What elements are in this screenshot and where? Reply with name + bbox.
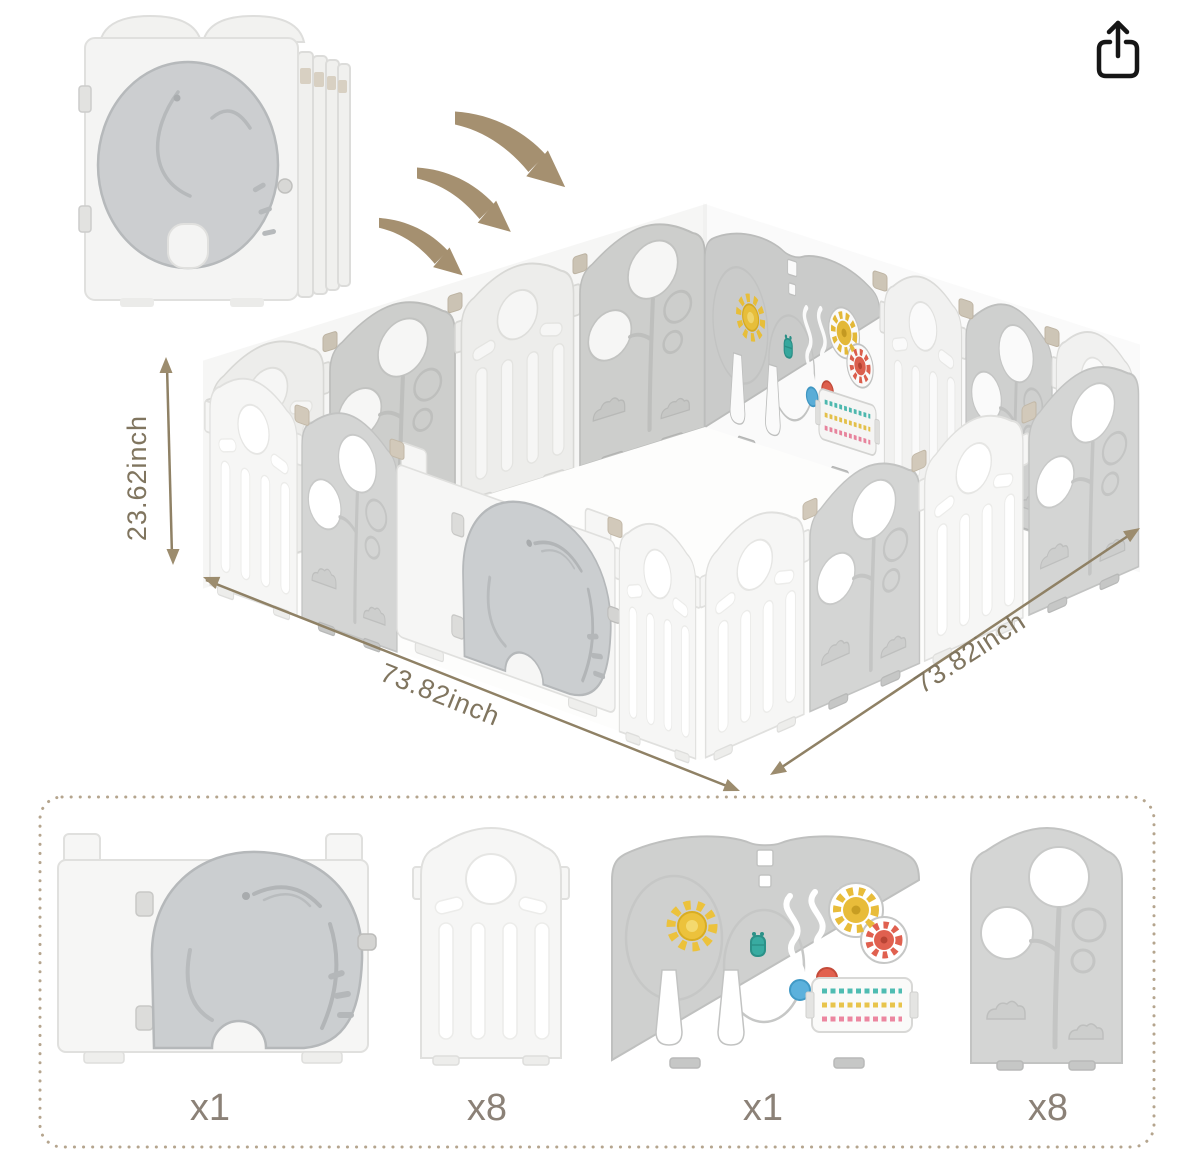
count-elephant-gate: x1 xyxy=(190,1087,230,1129)
components-legend: x1 x8 x1 x8 xyxy=(38,795,1156,1149)
unfold-arrow-icon xyxy=(379,111,566,276)
count-activity: x1 xyxy=(743,1087,783,1129)
share-icon[interactable] xyxy=(1096,20,1140,79)
count-white-fence: x8 xyxy=(467,1087,507,1129)
folded-playpen xyxy=(78,14,351,307)
height-dimension-label: 23.62inch xyxy=(122,415,152,541)
legend-activity-panel xyxy=(612,836,919,1068)
legend-elephant-gate-panel xyxy=(56,832,378,1065)
legend-tree-panel xyxy=(971,828,1122,1070)
legend-white-fence-panel xyxy=(412,827,570,1066)
count-tree: x8 xyxy=(1028,1087,1068,1129)
assembled-playpen xyxy=(203,203,1140,769)
legend-dotted-border xyxy=(38,795,1156,1149)
